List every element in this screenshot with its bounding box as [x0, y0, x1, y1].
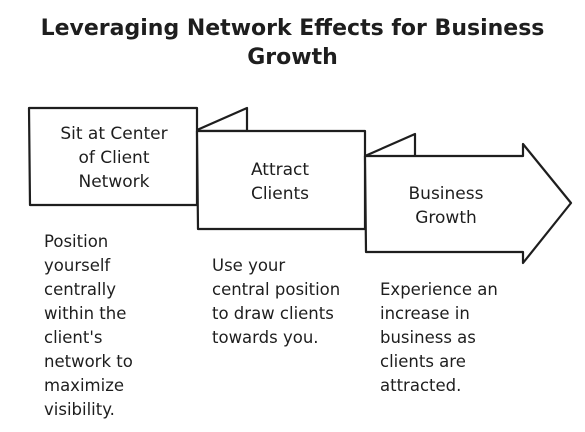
fold-connector-1	[195, 106, 249, 133]
diagram-title-line-1: Leveraging Network Effects for Business	[40, 16, 545, 41]
diagram-title: Leveraging Network Effects for Business …	[0, 14, 585, 72]
step-1-description-line: network to	[44, 352, 133, 371]
step-3-description-line: Experience an	[380, 280, 498, 299]
step-1-label-line: Sit at Center	[60, 124, 168, 144]
step-2-description-line: to draw clients	[212, 304, 334, 323]
step-1-label: Sit at Center of Client Network	[30, 122, 198, 194]
step-1-label-line: of Client	[78, 148, 150, 168]
step-1-label-line: Network	[78, 172, 150, 192]
step-1-description-line: client's	[44, 328, 103, 347]
step-2-label-line: Attract	[250, 160, 310, 180]
step-2-description-line: Use your	[212, 256, 286, 275]
step-1-description-line: visibility.	[44, 400, 115, 419]
step-3-label-line: Business	[408, 184, 484, 204]
step-3-description-line: clients are	[380, 352, 466, 371]
step-1-description-line: within the	[44, 304, 127, 323]
step-3-label-line: Growth	[415, 208, 477, 228]
step-1-description: Position yourself centrally within the c…	[44, 230, 133, 422]
step-2-label: Attract Clients	[197, 158, 363, 206]
step-3-description-line: attracted.	[380, 376, 462, 395]
step-1-description-line: maximize	[44, 376, 125, 395]
fold-connector-2	[363, 132, 417, 159]
step-2-description-line: towards you.	[212, 328, 319, 347]
step-2-description-line: central position	[212, 280, 341, 299]
step-3-description-line: increase in	[380, 304, 470, 323]
step-1-description-line: yourself	[44, 256, 111, 275]
step-3-description: Experience an increase in business as cl…	[380, 278, 498, 398]
step-3-arrow	[363, 142, 573, 265]
step-1-description-line: Position	[44, 232, 109, 251]
step-2-description: Use your central position to draw client…	[212, 254, 340, 350]
step-2-label-line: Clients	[250, 184, 310, 204]
step-1-description-line: centrally	[44, 280, 116, 299]
step-3-label: Business Growth	[366, 182, 526, 230]
diagram-title-line-2: Growth	[247, 45, 338, 70]
step-3-description-line: business as	[380, 328, 476, 347]
